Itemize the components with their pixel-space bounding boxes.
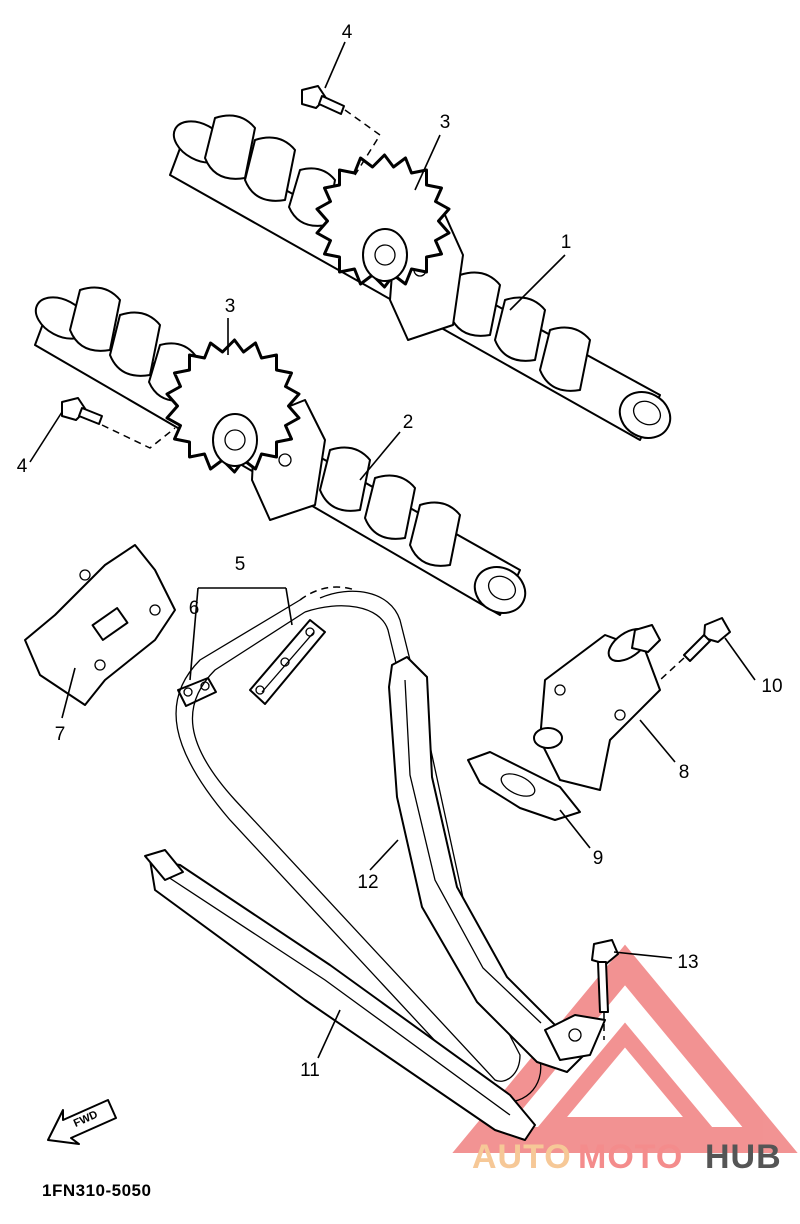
callout-6: 6 [189,598,200,619]
tensioner-gasket [467,751,581,821]
callout-3-lower: 3 [225,296,236,317]
cam-chain [175,586,542,1103]
callout-10: 10 [761,676,782,697]
callout-1: 1 [561,232,572,253]
callout-11: 11 [300,1060,320,1081]
callout-4-top: 4 [342,22,353,43]
callout-12: 12 [357,872,378,893]
chain-guide-top [24,544,176,706]
watermark-text: AUTO MOTO HUB [472,1138,782,1176]
diagram-code: 1FN310-5050 [42,1181,151,1200]
sprocket-bolt-upper [301,85,382,176]
cam-sprocket-lower [165,338,301,474]
watermark-moto: MOTO [578,1138,683,1176]
tensioner-bolt [659,617,731,681]
watermark-auto: AUTO [472,1138,572,1176]
chain-link-assembly [249,619,326,705]
callout-3-top: 3 [440,112,451,133]
callout-4-lower: 4 [17,456,28,477]
leader-lines [29,41,756,1059]
sprocket-bolt-lower [61,397,176,449]
callout-2: 2 [403,412,414,433]
callout-7: 7 [55,724,66,745]
callout-8: 8 [679,762,690,783]
chain-guide-front [144,849,536,1141]
guide-bolt [591,939,619,1040]
callout-9: 9 [593,848,604,869]
forward-direction-arrow: FWD [47,1099,117,1145]
chain-guide-rear [388,656,606,1073]
watermark-hub: HUB [705,1138,782,1176]
callout-5: 5 [235,554,246,575]
chain-tensioner [533,624,661,791]
callout-13: 13 [677,952,698,973]
